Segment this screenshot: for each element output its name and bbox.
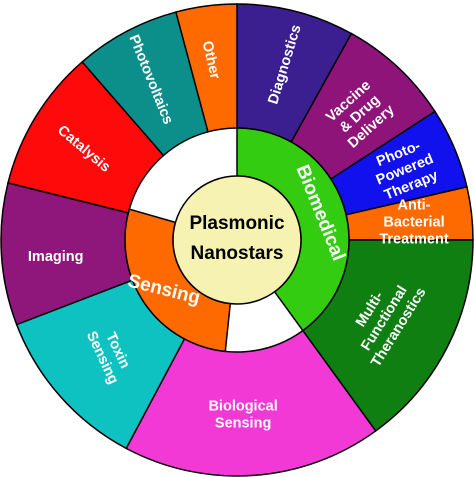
category-ring [124,127,350,353]
center-title-line1: Plasmonic [189,213,284,234]
label-line: Bacterial [383,214,444,230]
center-title-line2: Nanostars [191,243,284,264]
label-line: Anti- [397,197,430,213]
outer-sectors [0,3,474,477]
label-line: Sensing [215,415,271,431]
label-line: Treatment [379,231,448,247]
sector-biological-sensing [125,329,377,477]
label-line: Biological [208,398,277,414]
center-hub [172,175,302,305]
label-line: Imaging [28,249,84,265]
sector-other [175,3,238,133]
label-imaging: Imaging [28,249,84,265]
